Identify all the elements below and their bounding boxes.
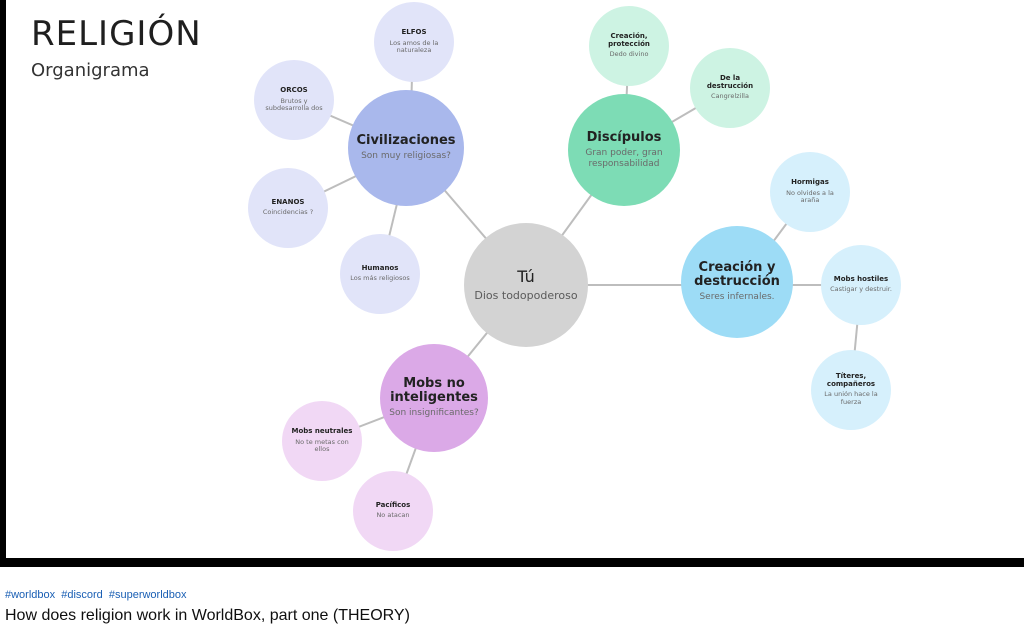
node-discipulos-text: Gran poder, gran responsabilidad — [585, 147, 663, 169]
node-tu-title: Tú — [517, 267, 535, 287]
node-creacion-destruccion: Creación y destrucción Seres infernales. — [681, 226, 793, 338]
node-tu: Tú Dios todopoderoso — [464, 223, 588, 347]
video-title: How does religion work in WorldBox, part… — [5, 607, 410, 624]
node-pacificos-title: Pacíficos — [375, 500, 411, 509]
hashtag-link[interactable]: #worldbox — [5, 589, 56, 601]
node-hormigas: Hormigas No olvides a la araña — [770, 152, 850, 232]
node-mobs-neutrales-text: No te metas con ellos — [295, 437, 349, 454]
node-proteccion-title: Creación, protección — [608, 31, 650, 48]
node-mobs-neutrales-title: Mobs neutrales — [291, 426, 353, 435]
node-destruccion-title: De la destrucción — [706, 73, 754, 90]
node-orcos: ORCOS Brutos y subdesarrolla dos — [254, 60, 334, 140]
node-creacion-destruccion-text: Seres infernales. — [699, 292, 775, 303]
node-mobs-hostiles-title: Mobs hostiles — [833, 274, 889, 283]
node-titeres: Títeres, compañeros La unión hace la fue… — [811, 350, 891, 430]
node-humanos-title: Humanos — [361, 263, 399, 272]
node-mobs-hostiles: Mobs hostiles Castigar y destruir. — [821, 245, 901, 325]
node-elfos-text: Los amos de la naturaleza — [389, 38, 439, 55]
slide: RELIGIÓN Organigrama — [6, 0, 1024, 558]
node-mobs-no-inteligentes-title: Mobs no inteligentes — [390, 375, 478, 406]
node-titeres-text: La unión hace la fuerza — [824, 390, 878, 407]
node-orcos-text: Brutos y subdesarrolla dos — [265, 96, 323, 113]
node-civilizaciones: Civilizaciones Son muy religiosas? — [348, 90, 464, 206]
node-discipulos: Discípulos Gran poder, gran responsabili… — [568, 94, 680, 206]
node-discipulos-title: Discípulos — [586, 129, 662, 145]
hashtag-link[interactable]: #discord — [61, 589, 103, 601]
node-civilizaciones-title: Civilizaciones — [356, 132, 456, 148]
node-pacificos-text: No atacan — [376, 511, 410, 520]
node-humanos: Humanos Los más religiosos — [340, 234, 420, 314]
node-mobs-no-inteligentes: Mobs no inteligentes Son insignificantes… — [380, 344, 488, 452]
hashtag-list: #worldbox #discord #superworldbox — [5, 589, 190, 601]
slide-title: RELIGIÓN — [31, 14, 202, 54]
node-elfos: ELFOS Los amos de la naturaleza — [374, 2, 454, 82]
node-pacificos: Pacíficos No atacan — [353, 471, 433, 551]
node-humanos-text: Los más religiosos — [350, 274, 410, 283]
video-player[interactable]: RELIGIÓN Organigrama — [0, 0, 1024, 567]
node-destruccion-text: Cangrelzilla — [711, 92, 749, 101]
node-creacion-destruccion-title: Creación y destrucción — [694, 259, 780, 290]
node-hormigas-title: Hormigas — [791, 177, 829, 186]
node-proteccion-text: Dedo divino — [609, 50, 649, 59]
node-enanos-text: Coincidencias ? — [262, 208, 314, 217]
node-proteccion: Creación, protección Dedo divino — [589, 6, 669, 86]
node-hormigas-text: No olvides a la araña — [786, 188, 834, 205]
node-titeres-title: Títeres, compañeros — [826, 372, 876, 388]
node-orcos-title: ORCOS — [280, 85, 308, 94]
node-elfos-title: ELFOS — [401, 27, 427, 36]
node-mobs-hostiles-text: Castigar y destruir. — [830, 285, 892, 294]
node-civilizaciones-text: Son muy religiosas? — [361, 151, 451, 162]
node-destruccion: De la destrucción Cangrelzilla — [690, 48, 770, 128]
node-tu-text: Dios todopoderoso — [474, 288, 578, 302]
node-enanos-title: ENANOS — [271, 197, 305, 206]
node-mobs-neutrales: Mobs neutrales No te metas con ellos — [282, 401, 362, 481]
node-enanos: ENANOS Coincidencias ? — [248, 168, 328, 248]
node-mobs-no-inteligentes-text: Son insignificantes? — [389, 408, 479, 419]
slide-subtitle: Organigrama — [31, 60, 150, 81]
hashtag-link[interactable]: #superworldbox — [108, 589, 187, 601]
